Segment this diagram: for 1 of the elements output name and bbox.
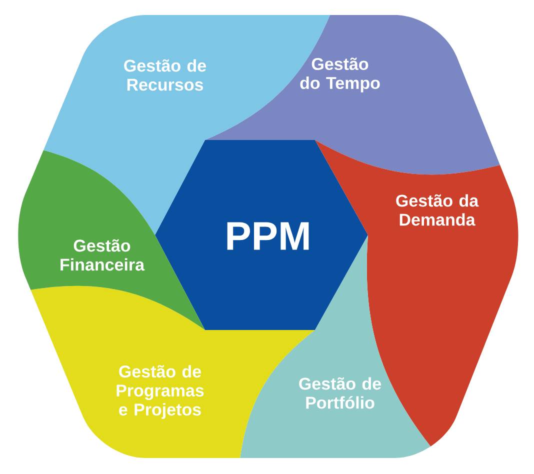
hexagon: PPM: [155, 140, 368, 330]
